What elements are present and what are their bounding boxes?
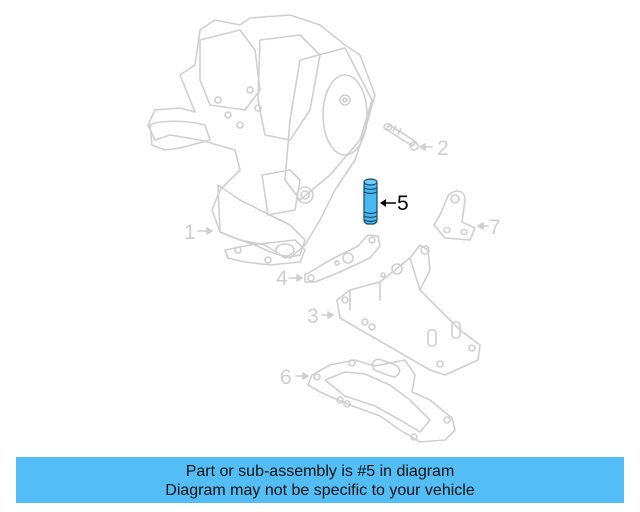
part-3-oil-cooler [321, 244, 481, 376]
exploded-view-drawing [147, 14, 489, 443]
part-7-bracket [433, 190, 489, 241]
part-5-stud-highlighted [363, 178, 396, 225]
part-2-stud [383, 123, 433, 151]
part-1-turbocharger [147, 14, 376, 266]
callout-5[interactable]: 5 [397, 192, 409, 215]
parts-diagram: 1 2 3 4 5 6 7 [147, 14, 501, 443]
callout-1[interactable]: 1 [184, 221, 196, 244]
part-4-gasket [288, 234, 381, 283]
banner-line-1: Part or sub-assembly is #5 in diagram [185, 463, 455, 480]
callout-6[interactable]: 6 [280, 366, 292, 389]
callout-4[interactable]: 4 [276, 267, 288, 290]
info-banner: Part or sub-assembly is #5 in diagram Di… [16, 457, 624, 503]
callout-2[interactable]: 2 [437, 137, 449, 160]
banner-line-2: Diagram may not be specific to your vehi… [165, 482, 475, 499]
part-6-gasket [295, 358, 456, 443]
callout-3[interactable]: 3 [307, 305, 319, 328]
callout-7[interactable]: 7 [489, 216, 501, 239]
